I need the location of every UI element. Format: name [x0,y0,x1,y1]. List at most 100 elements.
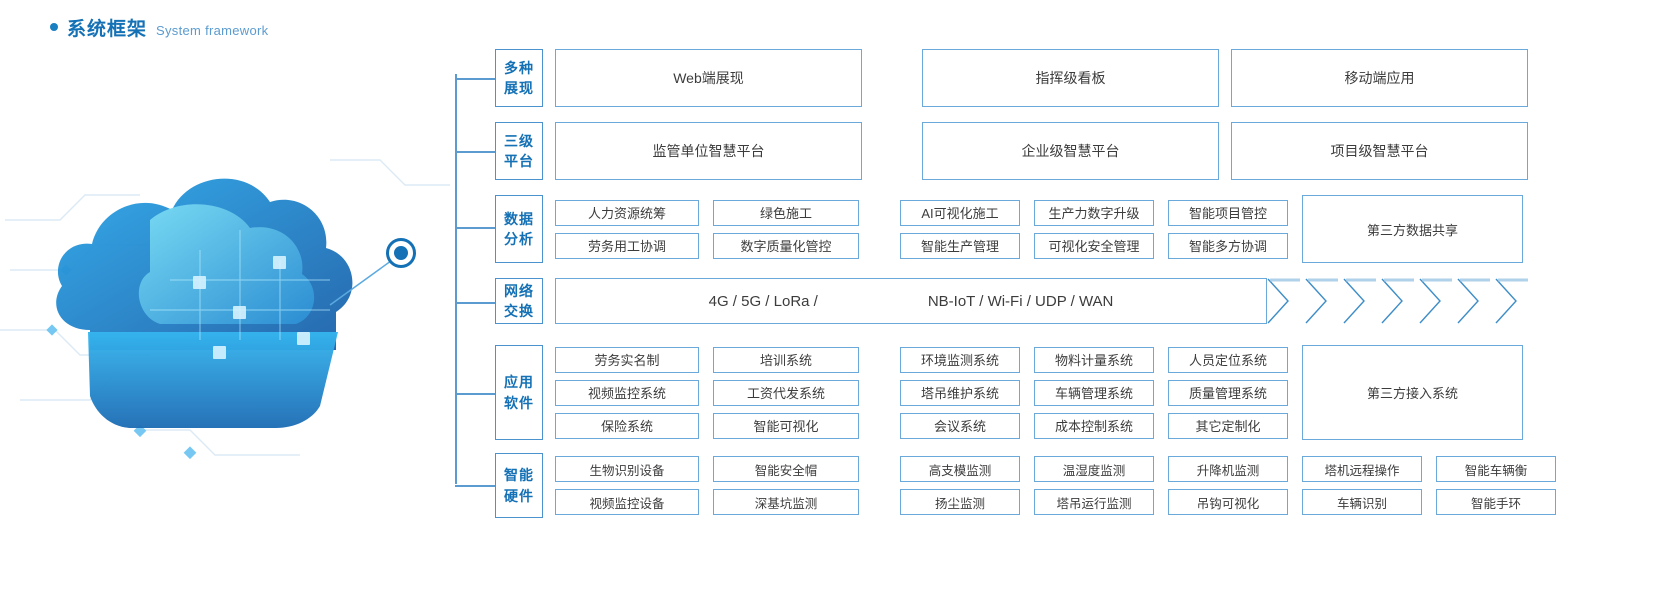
row-application-software: 应用 软件 劳务实名制 培训系统 视频监控系统 工资代发系统 保险系统 智能可视… [495,345,1523,440]
spacer [1288,195,1302,263]
cell-smart-helmet[interactable]: 智能安全帽 [713,456,859,482]
grid-line: 扬尘监测 塔吊运行监测 吊钩可视化 车辆识别 智能手环 [900,489,1556,515]
third-party-access-system[interactable]: 第三方接入系统 [1302,345,1523,440]
category-application-software: 应用 软件 [495,345,543,440]
cell-high-formwork-monitoring[interactable]: 高支模监测 [900,456,1020,482]
cell-hook-visualization[interactable]: 吊钩可视化 [1168,489,1288,515]
cloud-anchor-node-center [394,246,408,260]
title-cn: 系统框架 [67,19,148,40]
network-items: 4G / 5G / LoRa / NB-IoT / Wi-Fi / UDP / … [555,278,1267,324]
category-label-line2: 交换 [504,303,534,319]
rail-stub-2 [455,151,495,153]
spacer [1219,49,1231,107]
cell-smart-wristband[interactable]: 智能手环 [1436,489,1556,515]
cell-green-construction[interactable]: 绿色施工 [713,199,859,226]
spacer [862,49,922,107]
row-smart-hardware: 智能 硬件 生物识别设备 智能安全帽 视频监控设备 深基坑监测 高支模监测 温湿… [495,453,1556,518]
grid-line: 视频监控设备 深基坑监测 [555,489,859,515]
category-label-line2: 分析 [504,231,534,247]
grid-line: 劳务实名制 培训系统 [555,346,859,373]
row-network: 网络 交换 4G / 5G / LoRa / NB-IoT / Wi-Fi / … [495,278,1267,324]
cell-labor-coordination[interactable]: 劳务用工协调 [555,232,699,259]
row-platform: 三级 平台 监管单位智慧平台 企业级智慧平台 项目级智慧平台 [495,122,1528,180]
cell-video-surveillance-device[interactable]: 视频监控设备 [555,489,699,515]
grid-line: 生物识别设备 智能安全帽 [555,456,859,482]
cell-meeting-system[interactable]: 会议系统 [900,412,1020,439]
rail-stub-6 [455,485,495,487]
platform-item-project[interactable]: 项目级智慧平台 [1231,122,1528,180]
app-right-grid: 环境监测系统 物料计量系统 人员定位系统 塔吊维护系统 车辆管理系统 质量管理系… [900,345,1288,440]
category-label-line2: 展现 [504,80,534,96]
cell-quality-management[interactable]: 质量管理系统 [1168,379,1288,406]
rail-stub-3 [455,227,495,229]
platform-items: 监管单位智慧平台 企业级智慧平台 项目级智慧平台 [555,122,1528,180]
cell-labor-realname[interactable]: 劳务实名制 [555,346,699,373]
smart-hardware-items: 生物识别设备 智能安全帽 视频监控设备 深基坑监测 高支模监测 温湿度监测 升降… [555,453,1556,518]
third-party-data-sharing[interactable]: 第三方数据共享 [1302,195,1523,263]
connector-rail [455,74,457,484]
rail-stub-1 [455,78,495,80]
cell-smart-production-mgmt[interactable]: 智能生产管理 [900,232,1020,259]
grid-line: 会议系统 成本控制系统 其它定制化 [900,412,1288,439]
cell-hoist-monitoring[interactable]: 升降机监测 [1168,456,1288,482]
spacer [1219,122,1231,180]
cell-smart-weighbridge[interactable]: 智能车辆衡 [1436,456,1556,482]
network-protocols-right: NB-IoT / Wi-Fi / UDP / WAN [927,292,1114,310]
cell-video-surveillance-system[interactable]: 视频监控系统 [555,379,699,406]
category-label-line1: 应用 [504,374,534,391]
cell-tower-remote-operation[interactable]: 塔机远程操作 [1302,456,1422,482]
presentation-items: Web端展现 指挥级看板 移动端应用 [555,49,1528,107]
cell-biometric-device[interactable]: 生物识别设备 [555,456,699,482]
rail-stub-4 [455,302,495,304]
cell-vehicle-management[interactable]: 车辆管理系统 [1034,379,1154,406]
category-presentation: 多种 展现 [495,49,543,107]
spacer [862,122,922,180]
presentation-item-mobile[interactable]: 移动端应用 [1231,49,1528,107]
cell-vehicle-recognition[interactable]: 车辆识别 [1302,489,1422,515]
network-flow-arrows [1266,278,1536,324]
cell-crane-maintenance[interactable]: 塔吊维护系统 [900,379,1020,406]
cell-temp-humidity-monitoring[interactable]: 温湿度监测 [1034,456,1154,482]
network-bar[interactable]: 4G / 5G / LoRa / NB-IoT / Wi-Fi / UDP / … [555,278,1267,324]
cell-personnel-positioning[interactable]: 人员定位系统 [1168,346,1288,373]
cell-productivity-upgrade[interactable]: 生产力数字升级 [1034,199,1154,226]
data-analysis-right-grid: AI可视化施工 生产力数字升级 智能项目管控 智能生产管理 可视化安全管理 智能… [900,195,1288,263]
presentation-item-web[interactable]: Web端展现 [555,49,862,107]
grid-line: 智能生产管理 可视化安全管理 智能多方协调 [900,232,1288,259]
chevron-arrows-icon [1267,278,1528,324]
category-data-analysis: 数据 分析 [495,195,543,263]
cell-smart-project-control[interactable]: 智能项目管控 [1168,199,1288,226]
cell-payroll-system[interactable]: 工资代发系统 [713,379,859,406]
cell-digital-quality[interactable]: 数字质量化管控 [713,232,859,259]
cell-other-customization[interactable]: 其它定制化 [1168,412,1288,439]
platform-item-enterprise[interactable]: 企业级智慧平台 [922,122,1219,180]
cell-environment-monitoring[interactable]: 环境监测系统 [900,346,1020,373]
cell-training-system[interactable]: 培训系统 [713,346,859,373]
hardware-left-grid: 生物识别设备 智能安全帽 视频监控设备 深基坑监测 [555,453,859,518]
grid-line: 高支模监测 温湿度监测 升降机监测 塔机远程操作 智能车辆衡 [900,456,1556,482]
data-analysis-items: 人力资源统筹 绿色施工 劳务用工协调 数字质量化管控 AI可视化施工 生产力数字… [555,195,1523,263]
cell-material-metering[interactable]: 物料计量系统 [1034,346,1154,373]
category-label-line1: 多种 [504,59,534,76]
cell-visual-safety-mgmt[interactable]: 可视化安全管理 [1034,232,1154,259]
category-label-line2: 平台 [504,153,534,169]
cell-hr-coordination[interactable]: 人力资源统筹 [555,199,699,226]
grid-line: 劳务用工协调 数字质量化管控 [555,232,859,259]
cloud-anchor-node [386,238,416,268]
cell-smart-visualization[interactable]: 智能可视化 [713,412,859,439]
cloud-graphic [0,159,450,460]
cell-crane-operation-monitoring[interactable]: 塔吊运行监测 [1034,489,1154,515]
cell-deep-pit-monitoring[interactable]: 深基坑监测 [713,489,859,515]
category-label-line1: 三级 [504,132,534,149]
category-label-line1: 智能 [504,467,534,484]
presentation-item-command[interactable]: 指挥级看板 [922,49,1219,107]
platform-item-supervisor[interactable]: 监管单位智慧平台 [555,122,862,180]
cell-cost-control-system[interactable]: 成本控制系统 [1034,412,1154,439]
cell-dust-monitoring[interactable]: 扬尘监测 [900,489,1020,515]
row-presentation: 多种 展现 Web端展现 指挥级看板 移动端应用 [495,49,1528,107]
category-smart-hardware: 智能 硬件 [495,453,543,518]
cell-ai-visual-construction[interactable]: AI可视化施工 [900,199,1020,226]
cell-multiparty-coordination[interactable]: 智能多方协调 [1168,232,1288,259]
cell-insurance-system[interactable]: 保险系统 [555,412,699,439]
